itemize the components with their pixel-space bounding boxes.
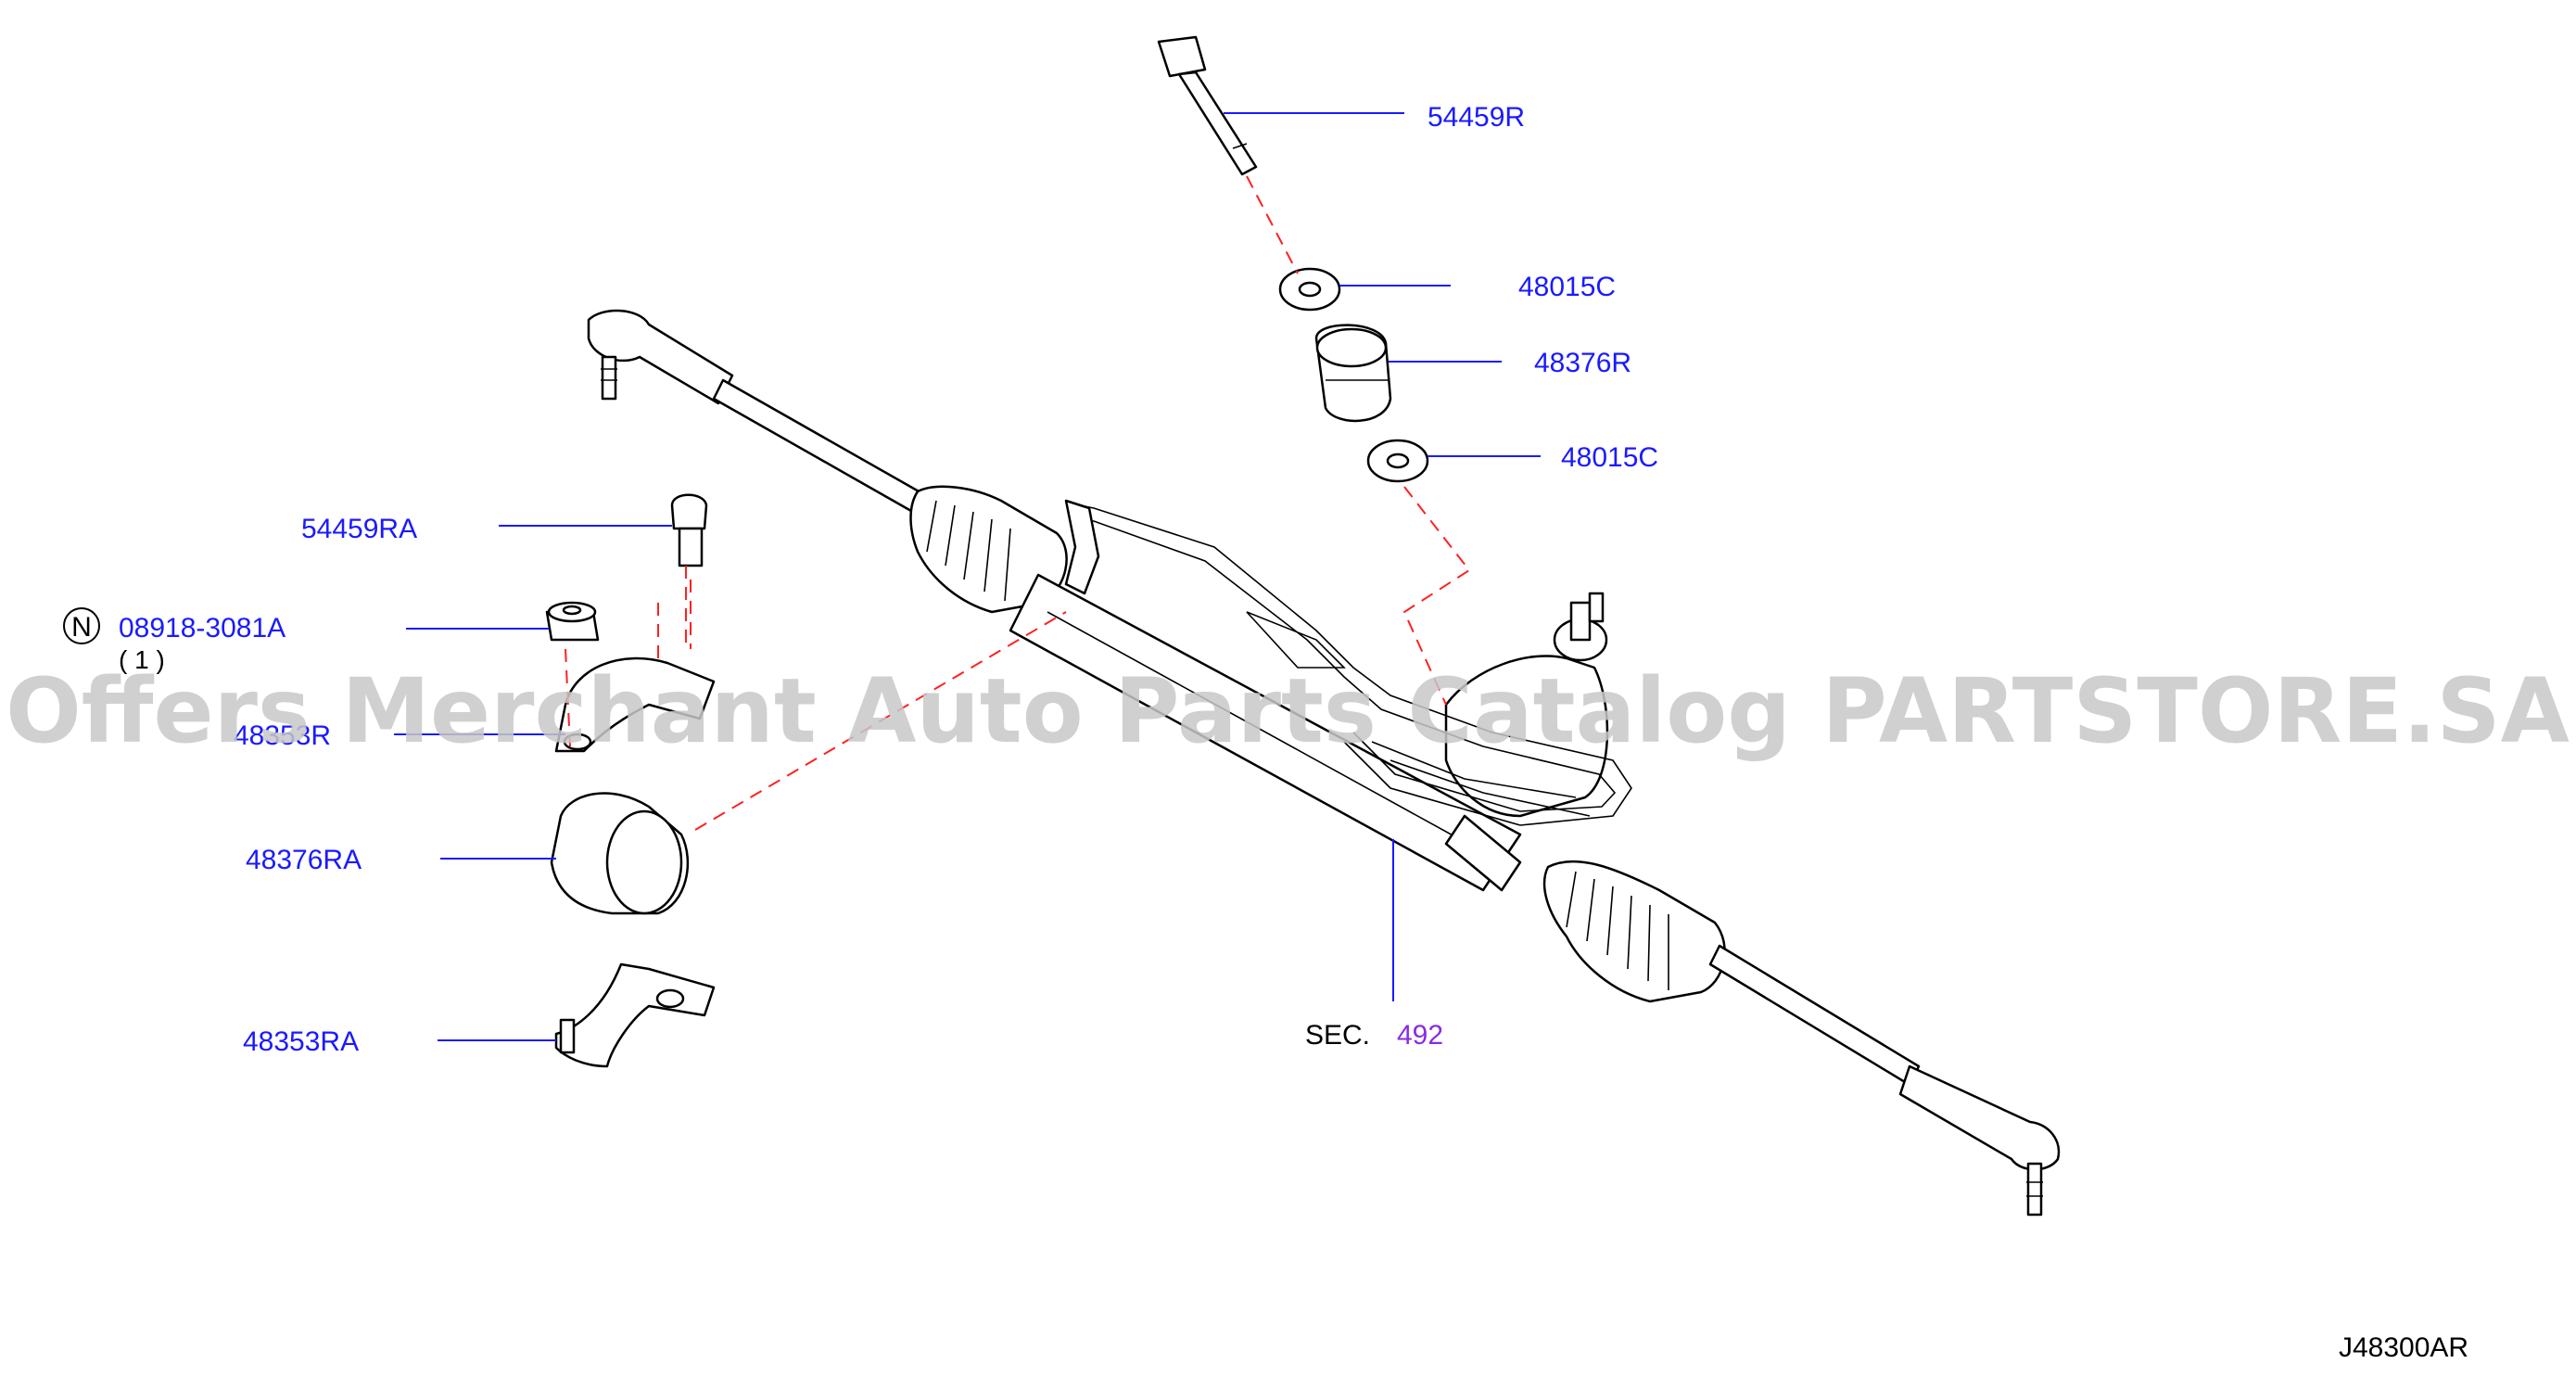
nut-08918-3081a <box>545 601 600 642</box>
steering-rack-assembly <box>587 309 2061 1217</box>
section-reference: SEC. 492 <box>1305 1020 1443 1051</box>
n-badge-text: N <box>71 612 92 643</box>
callout-label-48376r[interactable]: 48376R <box>1534 348 1631 378</box>
diagram-id: J48300AR <box>2339 1332 2468 1363</box>
watermark-text: Offers Merchant Auto Parts Catalog PARTS… <box>6 659 2570 763</box>
section-number-link[interactable]: 492 <box>1397 1020 1443 1051</box>
nut-callout: N 08918-3081A ( 1 ) <box>63 607 286 674</box>
assembly-dashed-lines <box>565 175 1471 831</box>
hydraulic-lines <box>1064 499 1632 826</box>
bolt-54459r <box>1157 35 1258 176</box>
callout-label-48353r[interactable]: 48353R <box>234 720 331 751</box>
n-badge-icon <box>63 607 100 644</box>
leader-lines <box>394 112 1541 1041</box>
washer-48015c-upper <box>1278 267 1341 312</box>
washer-48015c-lower <box>1366 439 1429 483</box>
callout-label-48353ra[interactable]: 48353RA <box>243 1026 359 1057</box>
section-prefix: SEC. <box>1305 1020 1370 1051</box>
right-tie-rod <box>1708 944 1921 1087</box>
callout-label-48376ra[interactable]: 48376RA <box>246 845 362 875</box>
right-tie-rod-end <box>1898 1064 2061 1217</box>
left-tie-rod-end <box>587 309 734 405</box>
callout-label-54459r[interactable]: 54459R <box>1428 102 1525 133</box>
clamp-48353ra <box>554 962 716 1068</box>
insulator-48376ra <box>550 792 690 915</box>
callout-label-48015c-lower[interactable]: 48015C <box>1561 442 1658 473</box>
callout-label-08918-3081a[interactable]: 08918-3081A <box>119 613 286 643</box>
bolt-54459ra <box>670 493 708 567</box>
left-tie-rod <box>712 378 929 516</box>
pinion-valve-body <box>1444 592 1609 892</box>
callout-label-54459ra[interactable]: 54459RA <box>301 514 417 544</box>
quantity-label: ( 1 ) <box>119 645 165 674</box>
insulator-48376r <box>1314 324 1392 423</box>
right-rack-boot <box>1542 860 1726 1003</box>
callout-label-48015c-upper[interactable]: 48015C <box>1518 272 1616 302</box>
clamp-48353r <box>554 656 716 753</box>
